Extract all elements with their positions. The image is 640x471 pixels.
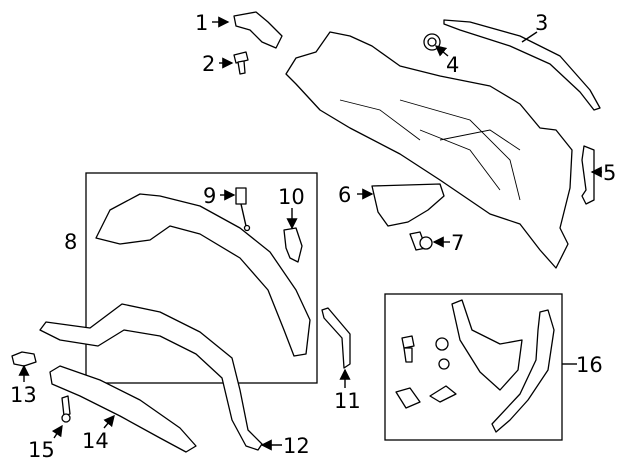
callout-7: 7	[451, 231, 464, 255]
callout-3: 3	[535, 11, 548, 35]
callout-6: 6	[338, 183, 351, 207]
part-5-bracket[interactable]	[581, 145, 595, 205]
callout-16: 16	[576, 353, 603, 377]
part-2-bolt[interactable]	[233, 51, 249, 75]
callout-4: 4	[446, 53, 459, 77]
callout-8: 8	[64, 230, 77, 254]
part-12-valance[interactable]	[39, 303, 263, 451]
part-14-reinforcement[interactable]	[49, 365, 197, 453]
part-6-bracket[interactable]	[371, 183, 445, 227]
callout-10: 10	[278, 185, 305, 209]
callout-11: 11	[334, 389, 361, 413]
callout-15: 15	[28, 438, 55, 462]
part-9-sensor[interactable]	[235, 187, 251, 232]
callout-5: 5	[603, 161, 616, 185]
part-11-trim[interactable]	[321, 307, 351, 369]
callout-9: 9	[203, 184, 216, 208]
part-15-bolt[interactable]	[61, 395, 71, 423]
callout-1: 1	[195, 11, 208, 35]
part-8-wheel-liner[interactable]	[95, 193, 311, 357]
part-bumper-cover[interactable]	[285, 31, 573, 269]
group-box-16	[384, 293, 563, 441]
part-13-bolt[interactable]	[11, 351, 37, 367]
part-10-bracket[interactable]	[283, 227, 303, 263]
part-7-bolt[interactable]	[409, 231, 433, 251]
part-16-mudflap-kit[interactable]	[395, 299, 555, 433]
callout-14: 14	[82, 429, 109, 453]
group-box-8	[85, 172, 318, 384]
callout-2: 2	[202, 52, 215, 76]
callout-12: 12	[283, 434, 310, 458]
part-1-bracket[interactable]	[233, 11, 283, 49]
part-3-trim-strip[interactable]	[443, 19, 601, 111]
callout-13: 13	[10, 383, 37, 407]
